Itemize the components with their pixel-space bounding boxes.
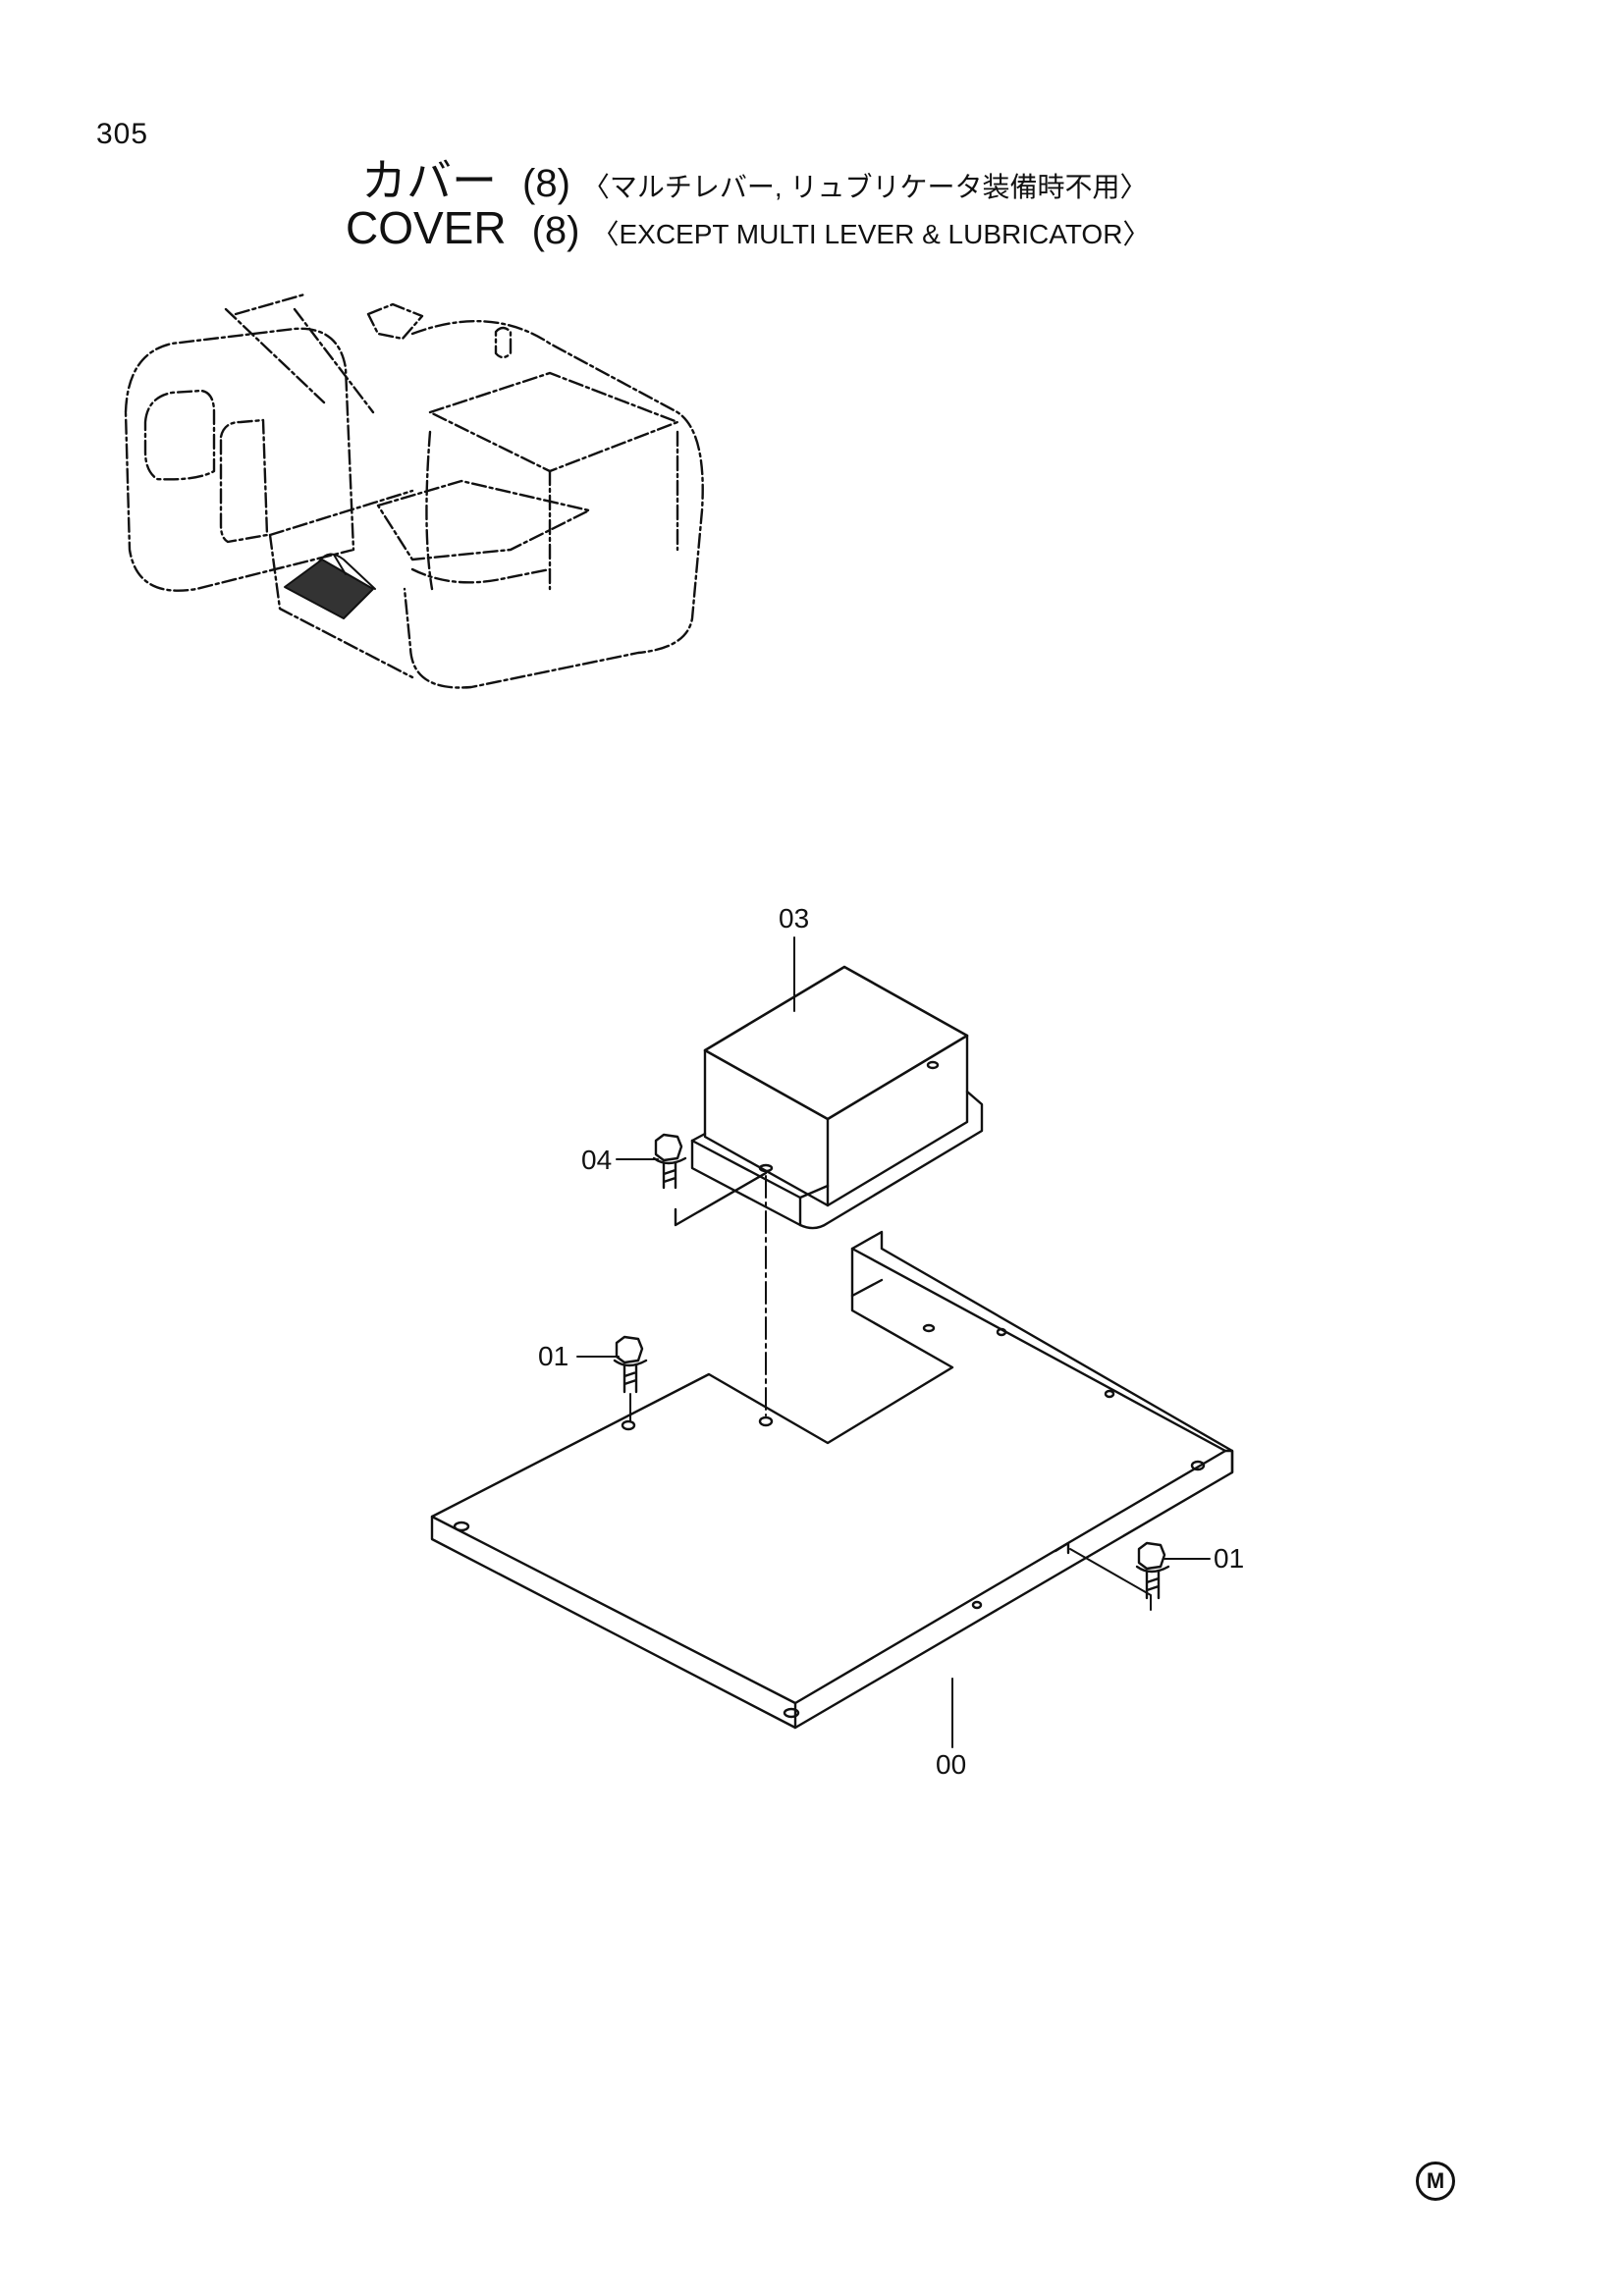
page-number: 305 [96, 118, 149, 150]
machine-locator-view [124, 293, 704, 689]
base-plate-part [430, 1230, 1234, 1730]
callout-01-left: 01 [538, 1341, 569, 1371]
title-jp-main: カバー [361, 155, 497, 206]
cover-location-highlight [284, 553, 376, 619]
box-cover-part [690, 965, 984, 1230]
title-en-number: (8) [531, 209, 580, 252]
callout-04: 04 [581, 1145, 613, 1175]
footer-m-mark: M [1416, 2162, 1455, 2201]
title-jp-number: (8) [522, 162, 570, 205]
callout-00: 00 [936, 1749, 967, 1780]
bolt-01-left [613, 1335, 648, 1394]
bolt-04 [652, 1133, 768, 1227]
assembly-lines [629, 1175, 1152, 1611]
title-jp-note: 〈マルチレバー, リュブリケータ装備時不用〉 [581, 172, 1148, 202]
title-en-note: 〈EXCEPT MULTI LEVER & LUBRICATOR〉 [591, 219, 1151, 249]
callout-03: 03 [779, 903, 810, 934]
title-english: COVER (8) 〈EXCEPT MULTI LEVER & LUBRICATOR… [346, 201, 1623, 254]
callout-01-right: 01 [1214, 1543, 1245, 1574]
bolt-01-right [1135, 1541, 1170, 1600]
title-en-main: COVER [346, 202, 507, 253]
leader-lines [576, 936, 1211, 1748]
title-japanese: カバー (8) 〈マルチレバー, リュブリケータ装備時不用〉 [361, 145, 1623, 210]
